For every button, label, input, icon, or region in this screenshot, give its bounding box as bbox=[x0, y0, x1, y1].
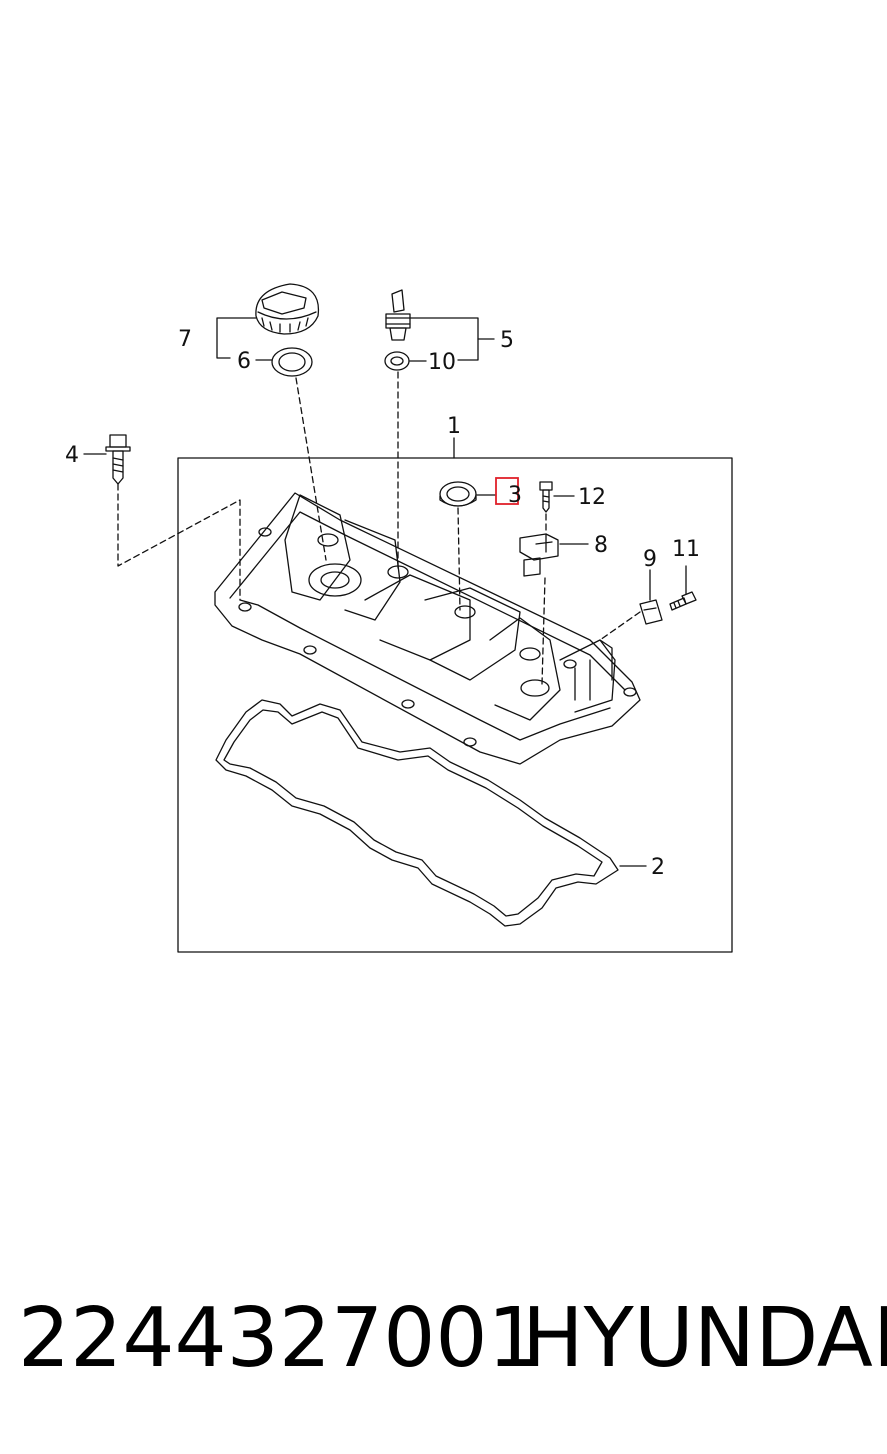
bracket-9 bbox=[599, 569, 663, 641]
bolt-4 bbox=[83, 434, 241, 601]
rocker-cover-gasket bbox=[215, 699, 647, 927]
o-ring-6 bbox=[255, 347, 327, 561]
spark-plug-seal-3 bbox=[439, 481, 497, 611]
part-number: 2244327001 bbox=[18, 1291, 540, 1386]
assembly-frame bbox=[177, 457, 733, 953]
callout-3: 3 bbox=[508, 483, 522, 508]
camshaft-sensor-8 bbox=[519, 533, 589, 685]
bolt-12 bbox=[539, 481, 575, 531]
highlight-box-3 bbox=[495, 477, 519, 505]
rocker-cover bbox=[214, 492, 641, 765]
callout-7: 7 bbox=[178, 327, 192, 352]
callout-11: 11 bbox=[672, 537, 700, 562]
callout-5: 5 bbox=[500, 328, 514, 353]
callout-1: 1 bbox=[447, 414, 461, 439]
brand-name: HYUNDAI bbox=[522, 1291, 887, 1386]
grommet-10 bbox=[384, 351, 427, 569]
callout-4: 4 bbox=[65, 443, 79, 468]
pcv-valve-5 bbox=[385, 289, 495, 361]
callout-8: 8 bbox=[594, 533, 608, 558]
oil-filler-cap-7 bbox=[216, 283, 320, 359]
callout-12: 12 bbox=[578, 485, 606, 510]
callout-6: 6 bbox=[237, 349, 251, 374]
callout-2: 2 bbox=[651, 855, 665, 880]
bolt-11 bbox=[669, 565, 697, 611]
callout-10: 10 bbox=[428, 350, 456, 375]
callout-9: 9 bbox=[643, 547, 657, 572]
